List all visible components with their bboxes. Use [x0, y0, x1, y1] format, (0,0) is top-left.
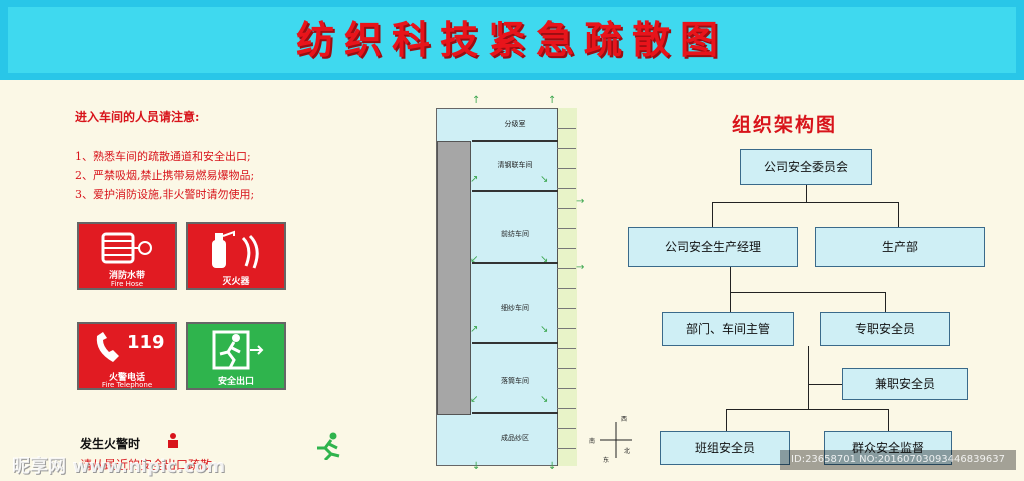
notice-rule-1: 1、熟悉车间的疏散通道和安全出口; — [75, 150, 251, 163]
room-divider — [472, 342, 558, 344]
fire-alarm-title: 发生火警时 — [80, 437, 141, 451]
org-connector — [898, 202, 899, 227]
person-icon — [168, 433, 178, 448]
page-title: 纺织科技紧急疏散图 — [295, 17, 728, 62]
evac-arrow-icon: ↗ — [470, 324, 479, 335]
fire-extinguisher-icon — [212, 230, 259, 269]
org-connector — [726, 409, 889, 410]
room-label: 成品纱区 — [501, 434, 529, 442]
room-label: 清钢联车间 — [497, 161, 533, 169]
fire-telephone-label-en: Fire Telephone — [101, 381, 153, 389]
evac-arrow-icon: ↗ — [470, 174, 479, 185]
room-label: 分级室 — [504, 120, 526, 128]
exit-arrow-icon: ↑ — [472, 95, 481, 106]
notice-rule-3: 3、爱护消防设施,非火警时请勿使用; — [75, 188, 255, 201]
fire-hose-icon — [101, 232, 152, 264]
org-node-team-officer: 班组安全员 — [660, 431, 790, 465]
fire-hose-sign: 消防水带 Fire Hose — [77, 222, 177, 290]
corridor-rung — [557, 248, 576, 249]
room-label: 前纺车间 — [501, 230, 529, 238]
header-banner-inner — [8, 7, 1016, 73]
compass-west: 西 — [621, 416, 628, 423]
corridor-rung — [557, 408, 576, 409]
org-node-full-time-officer: 专职安全员 — [820, 312, 950, 346]
storage-wall-area — [437, 141, 471, 415]
org-connector — [808, 384, 842, 385]
evac-arrow-icon: ↘ — [540, 394, 549, 405]
header-banner — [0, 0, 1024, 80]
org-connector — [806, 185, 807, 203]
exit-arrow-icon: ↑ — [548, 95, 557, 106]
corridor-rung — [557, 188, 576, 189]
corridor-rung — [557, 128, 576, 129]
safety-exit-label: 安全出口 — [217, 377, 254, 387]
org-connector — [808, 346, 809, 410]
org-node-production: 生产部 — [815, 227, 985, 267]
evac-arrow-icon: ↙ — [470, 254, 479, 265]
org-connector — [888, 409, 889, 431]
emergency-number: 119 — [127, 332, 165, 353]
safety-exit-sign: 安全出口 — [186, 322, 286, 390]
room-divider — [472, 412, 558, 414]
watermark-id: ID:23658701 NO:20160703093446839637 — [780, 450, 1016, 470]
compass-icon — [600, 422, 632, 458]
extinguisher-sign: 灭火器 — [186, 222, 286, 290]
compass-north: 北 — [624, 448, 631, 455]
room-divider — [472, 262, 558, 264]
org-node-committee: 公司安全委员会 — [740, 149, 872, 185]
org-connector — [885, 292, 886, 312]
telephone-icon — [96, 332, 119, 362]
corridor-rung — [557, 168, 576, 169]
fire-telephone-sign: 119 火警电话 Fire Telephone — [77, 322, 177, 390]
corridor-rung — [557, 308, 576, 309]
room-label: 落筒车间 — [501, 377, 529, 385]
org-node-safety-manager: 公司安全生产经理 — [628, 227, 798, 267]
org-connector — [730, 292, 731, 312]
fire-hose-label: 消防水带 — [108, 271, 145, 281]
exit-arrow-icon: → — [576, 262, 585, 273]
evac-arrow-icon: ↘ — [540, 324, 549, 335]
compass-east: 东 — [603, 457, 610, 464]
fire-hose-label-en: Fire Hose — [110, 280, 144, 288]
notice-rule-2: 2、严禁吸烟,禁止携带易燃易爆物品; — [75, 169, 255, 182]
corridor-rung — [557, 388, 576, 389]
corridor-rung — [557, 448, 576, 449]
room-label: 细纱车间 — [501, 304, 529, 312]
fire-telephone-label: 火警电话 — [108, 373, 145, 383]
notice-title: 进入车间的人员请注意: — [75, 110, 200, 124]
corridor-rung — [557, 268, 576, 269]
corridor-rung — [557, 148, 576, 149]
extinguisher-label: 灭火器 — [222, 277, 250, 287]
org-connector — [730, 292, 886, 293]
exit-arrow-icon: ↓ — [548, 461, 557, 472]
running-exit-icon — [317, 432, 340, 460]
org-connector — [726, 409, 727, 431]
corridor-rung — [557, 288, 576, 289]
corridor-rung — [557, 348, 576, 349]
exit-arrow-icon: → — [576, 196, 585, 207]
room-divider — [472, 190, 558, 192]
watermark-logo: 昵享网 www.nipic.com — [12, 456, 226, 477]
compass-south: 南 — [589, 438, 596, 445]
evac-arrow-icon: ↘ — [540, 174, 549, 185]
evacuation-instruction: 请从最近的安全出口疏散 — [80, 458, 213, 472]
corridor-rung — [557, 328, 576, 329]
exit-arrow-icon: ↓ — [472, 461, 481, 472]
org-node-dept-supervisor: 部门、车间主管 — [662, 312, 794, 346]
org-node-public-supervisor: 群众安全监督 — [824, 431, 952, 465]
corridor-rung — [557, 208, 576, 209]
room-divider — [472, 140, 558, 142]
org-connector — [730, 267, 731, 293]
org-chart-title: 组织架构图 — [732, 114, 838, 136]
org-node-part-time-officer: 兼职安全员 — [842, 368, 968, 400]
org-connector — [712, 202, 713, 227]
corridor-rung — [557, 228, 576, 229]
evacuation-corridor — [557, 108, 577, 466]
org-connector — [712, 202, 899, 203]
evac-arrow-icon: ↙ — [470, 394, 479, 405]
exit-running-man-icon — [212, 330, 264, 370]
evac-arrow-icon: ↘ — [540, 254, 549, 265]
corridor-rung — [557, 428, 576, 429]
corridor-rung — [557, 368, 576, 369]
